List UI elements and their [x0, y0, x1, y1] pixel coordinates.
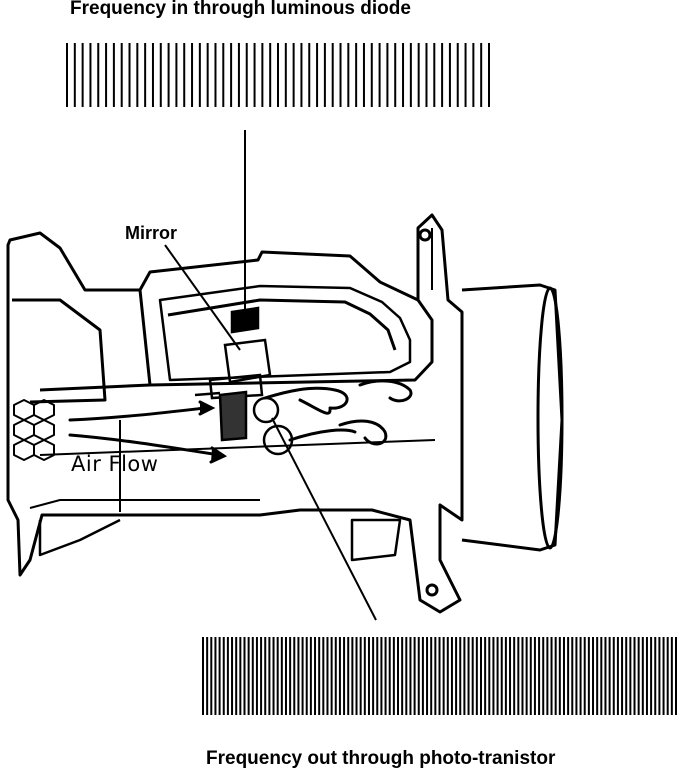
sensor-body: [6, 213, 564, 614]
output-leader-line: [271, 417, 377, 621]
frequency-out-label: Frequency out through photo-tranistor: [206, 748, 556, 769]
output-frequency-pulse-train: [202, 637, 677, 715]
frequency-in-label: Frequency in through luminous diode: [70, 0, 411, 19]
input-frequency-pulse-train: [66, 43, 490, 107]
air-flow-label: Air Flow: [71, 452, 159, 476]
mirror-label: Mirror: [125, 223, 178, 243]
airflow-arrows: [68, 379, 413, 464]
mirror-assembly: [194, 306, 272, 442]
mirror-leader-line: [164, 244, 241, 351]
